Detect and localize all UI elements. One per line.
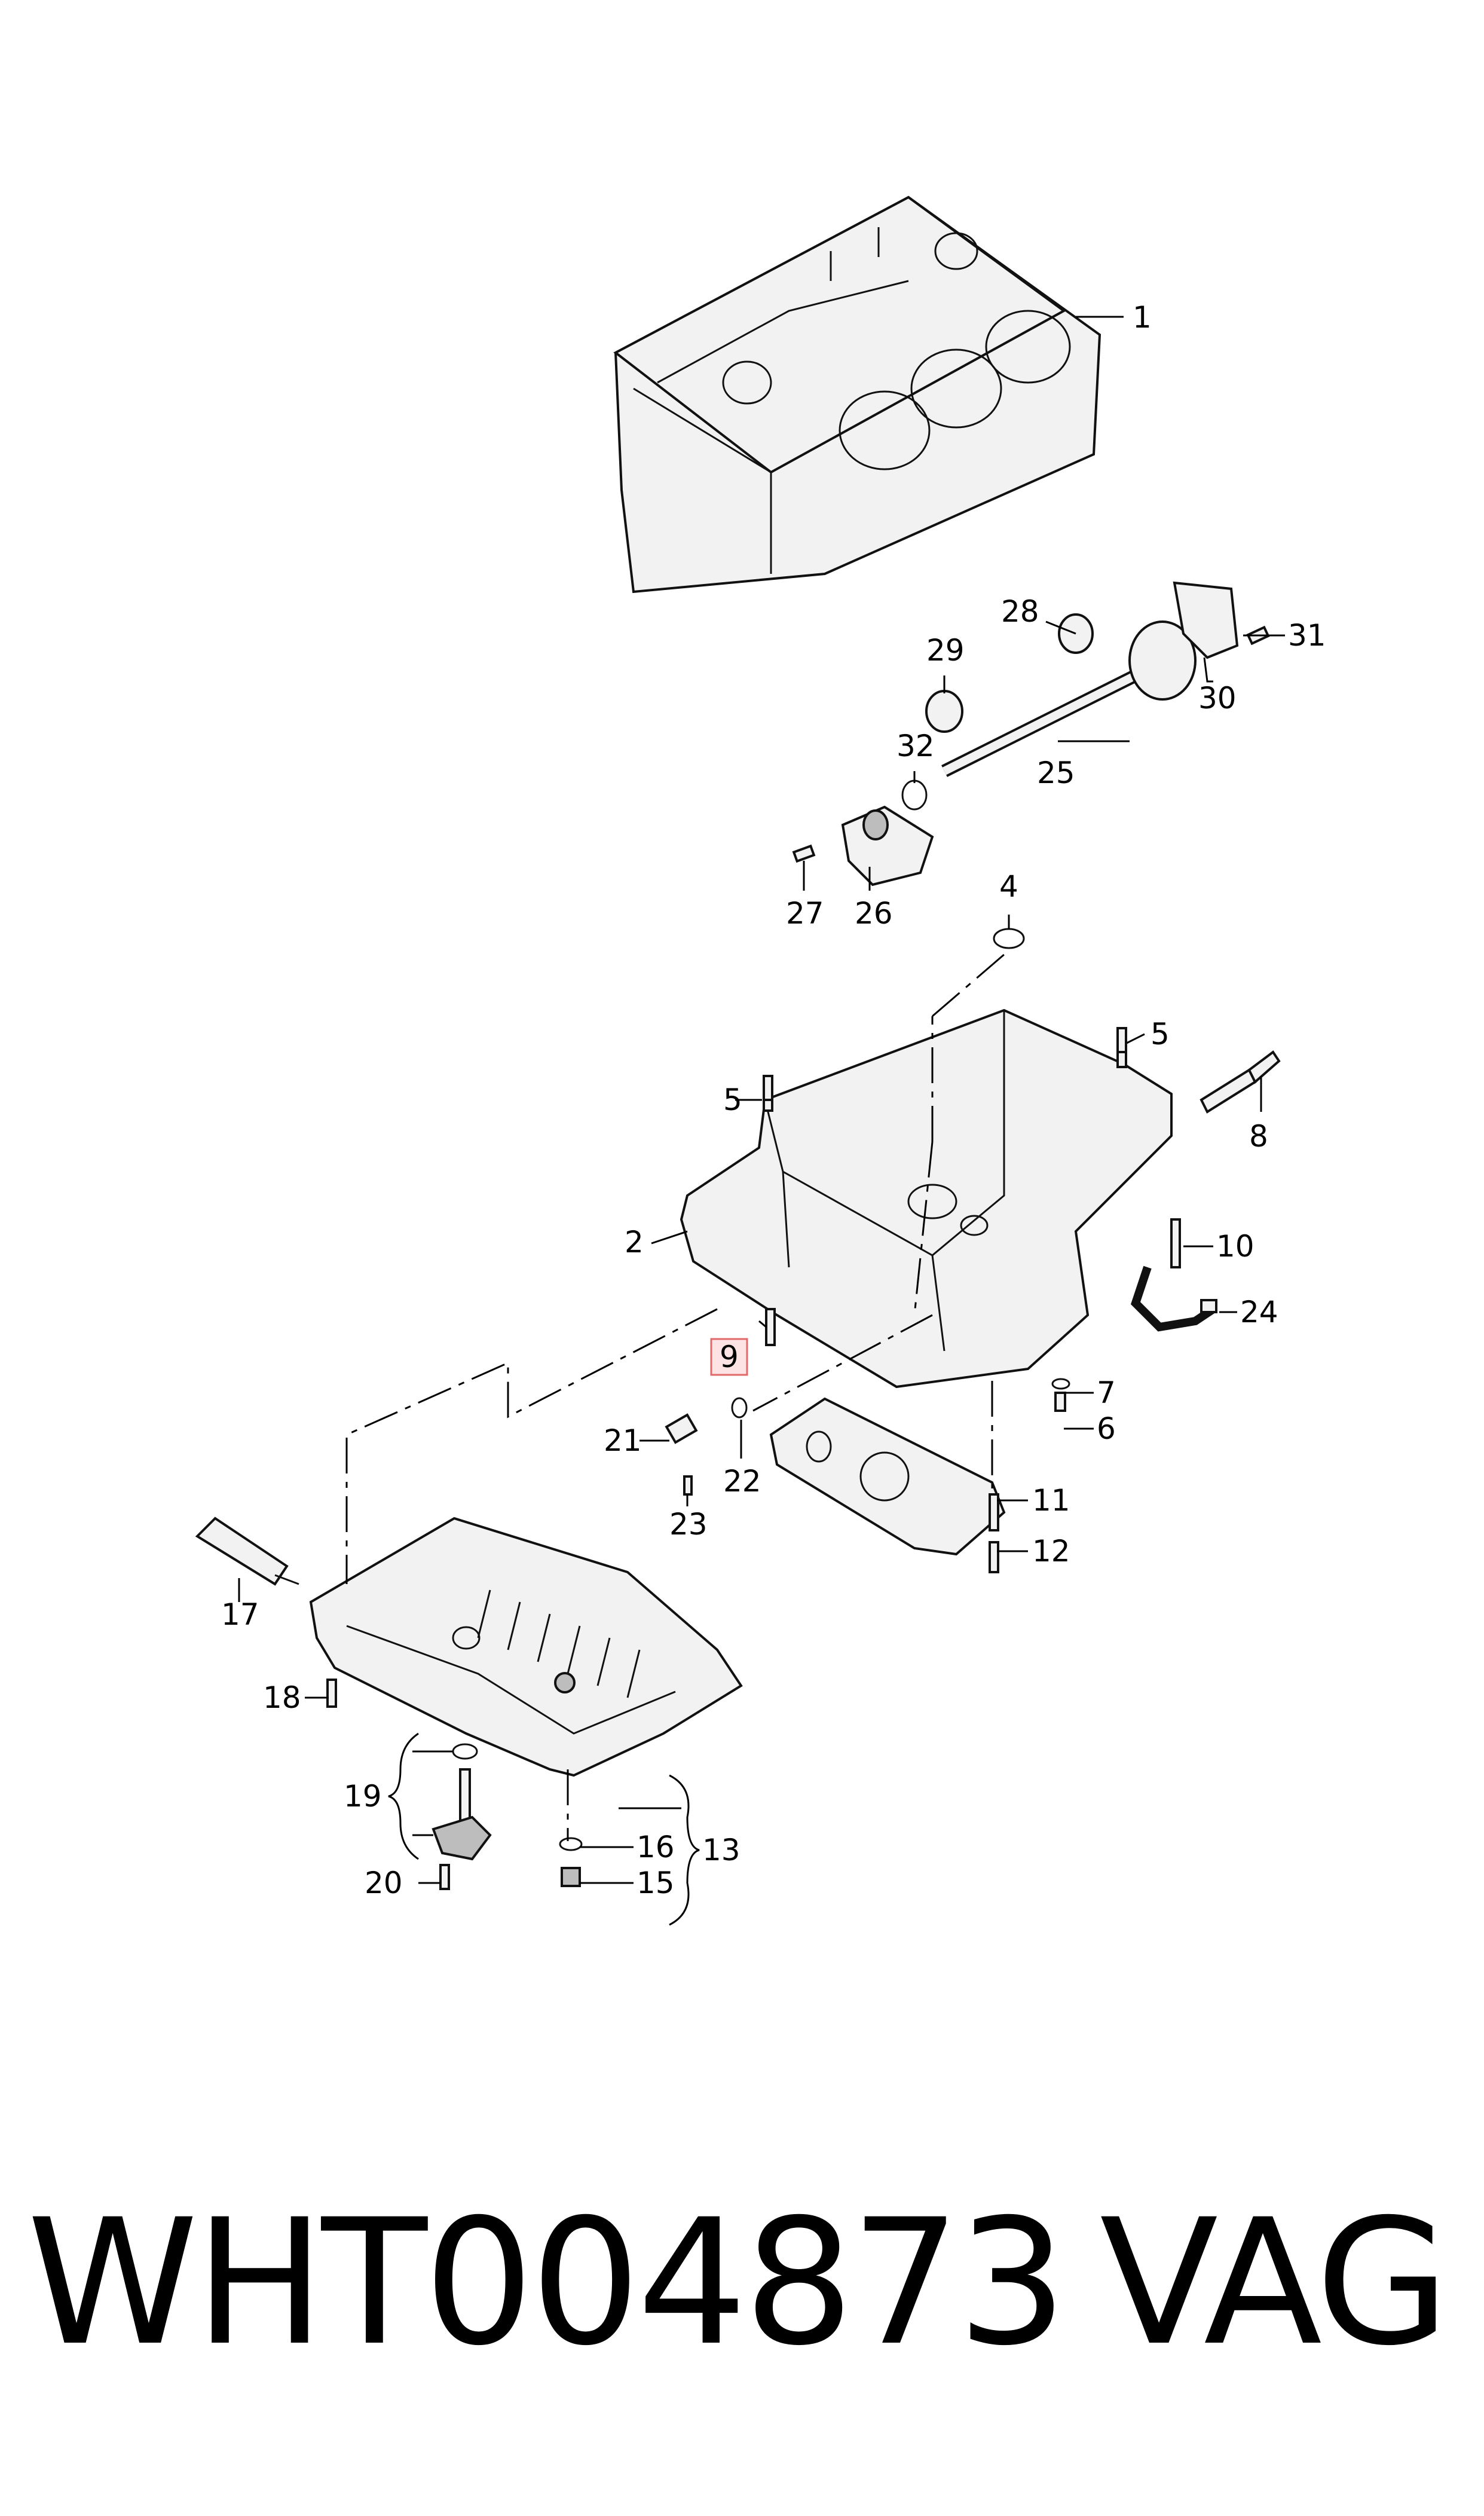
label-15: 15 [637,1866,675,1900]
label-23: 23 [669,1507,708,1542]
label-11: 11 [1032,1483,1070,1518]
label-7: 7 [1097,1375,1116,1410]
label-2: 2 [625,1225,644,1259]
label-18: 18 [263,1680,301,1715]
part-number: WHT004873 [27,2182,1067,2384]
footer: WHT004873 VAG [0,2176,1484,2391]
label-27: 27 [786,896,824,931]
label-26: 26 [855,896,893,931]
label-21: 21 [604,1423,642,1458]
label-13: 13 [702,1833,741,1867]
sealant-tube-17 [195,1517,299,1586]
label-17: 17 [221,1597,259,1632]
label-1: 1 [1133,300,1152,335]
label-29: 29 [926,633,965,668]
label-20: 20 [365,1866,403,1900]
label-4: 4 [999,869,1018,904]
oil-pipe [1130,1265,1216,1332]
sealant-tube-8 [1200,1050,1281,1114]
parts-diagram: 1 2 4 5 5 6 7 8 9 10 11 12 13 15 16 17 1… [195,195,1326,1926]
upper-oil-pan [680,1008,1173,1389]
label-25: 25 [1037,756,1075,790]
highlight-box-9 [710,1338,748,1376]
label-8: 8 [1249,1119,1268,1154]
label-6: 6 [1097,1411,1116,1446]
lower-oil-pan [309,1517,743,1777]
label-16: 16 [637,1830,675,1864]
label-30: 30 [1198,681,1237,716]
label-5a: 5 [723,1083,742,1117]
part-labels: 1 2 4 5 5 6 7 8 9 10 11 12 13 15 16 17 1… [221,300,1326,1900]
engine-block [613,195,1101,594]
baffle-plate [769,1397,1006,1556]
o-ring [993,928,1025,949]
braces [388,1732,700,1926]
oil-level-sensor [432,1743,492,1861]
label-19: 19 [344,1779,382,1814]
label-5b: 5 [1151,1017,1170,1051]
balance-shaft-assembly [792,581,1270,886]
label-24: 24 [1240,1295,1278,1329]
brand-name: VAG [1100,2182,1450,2384]
label-31: 31 [1288,618,1326,653]
label-12: 12 [1032,1534,1070,1569]
label-22: 22 [723,1464,761,1499]
label-10: 10 [1216,1229,1254,1264]
label-9: 9 [720,1340,739,1374]
label-28: 28 [1001,594,1039,629]
phantom-lines [345,949,1009,1841]
label-32: 32 [896,729,935,763]
leader-lines [238,316,1285,1884]
